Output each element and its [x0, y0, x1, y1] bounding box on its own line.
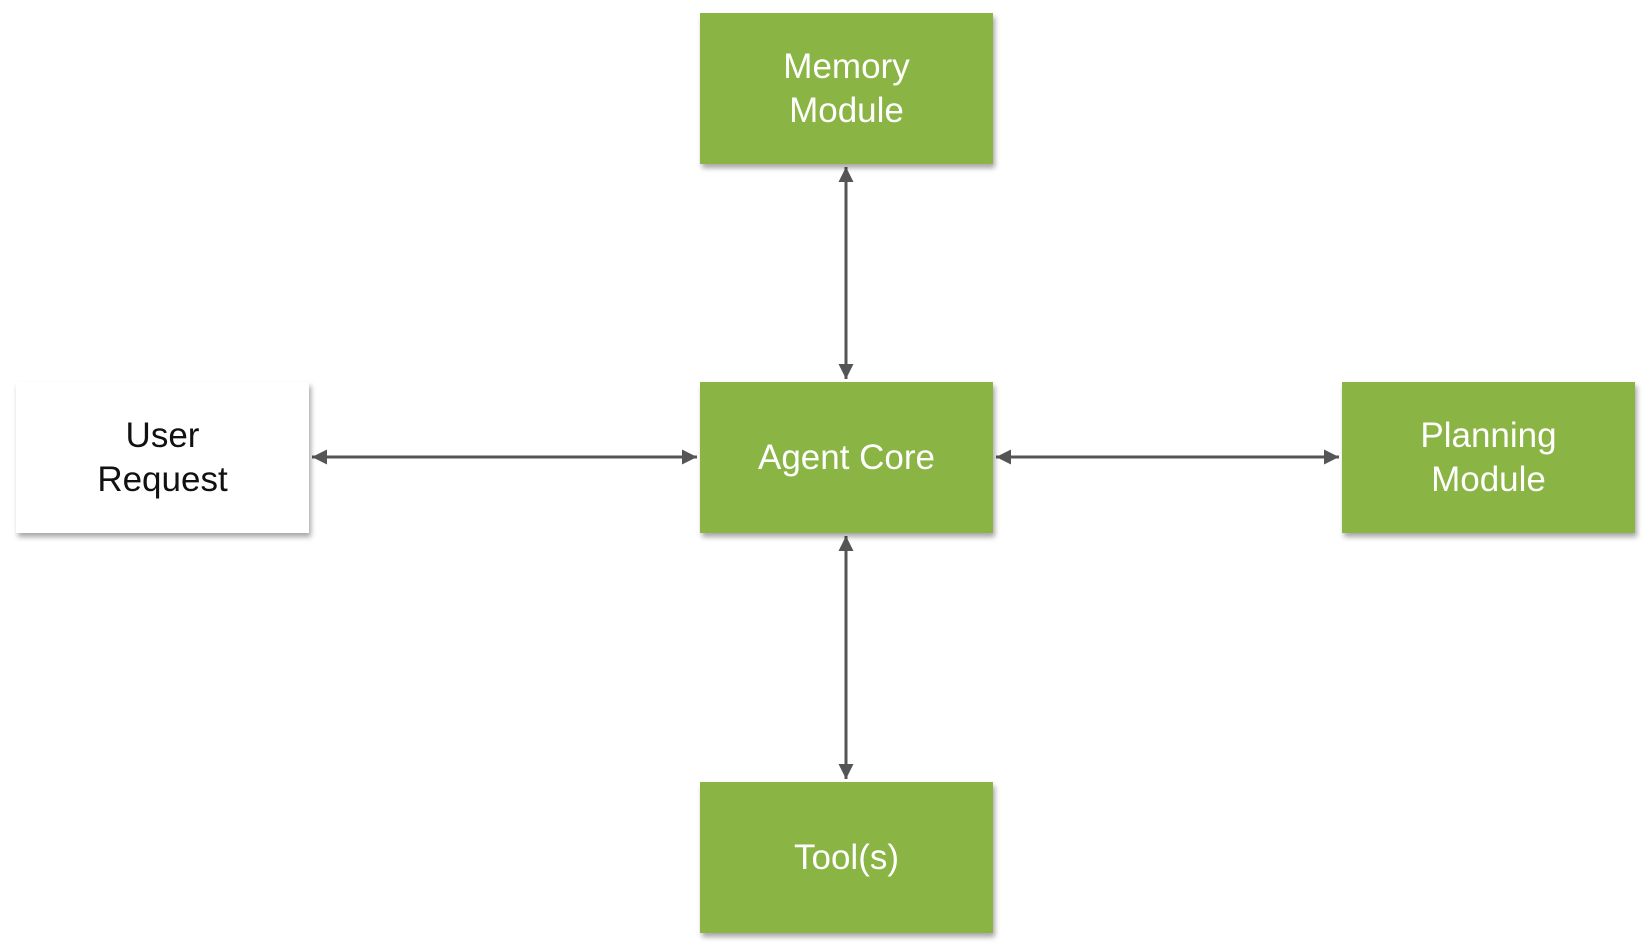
user-request-box: User Request — [16, 382, 309, 533]
memory-module-box: Memory Module — [700, 13, 993, 164]
agent-core-box: Agent Core — [700, 382, 993, 533]
planning-module-box: Planning Module — [1342, 382, 1635, 533]
tools-box: Tool(s) — [700, 782, 993, 933]
